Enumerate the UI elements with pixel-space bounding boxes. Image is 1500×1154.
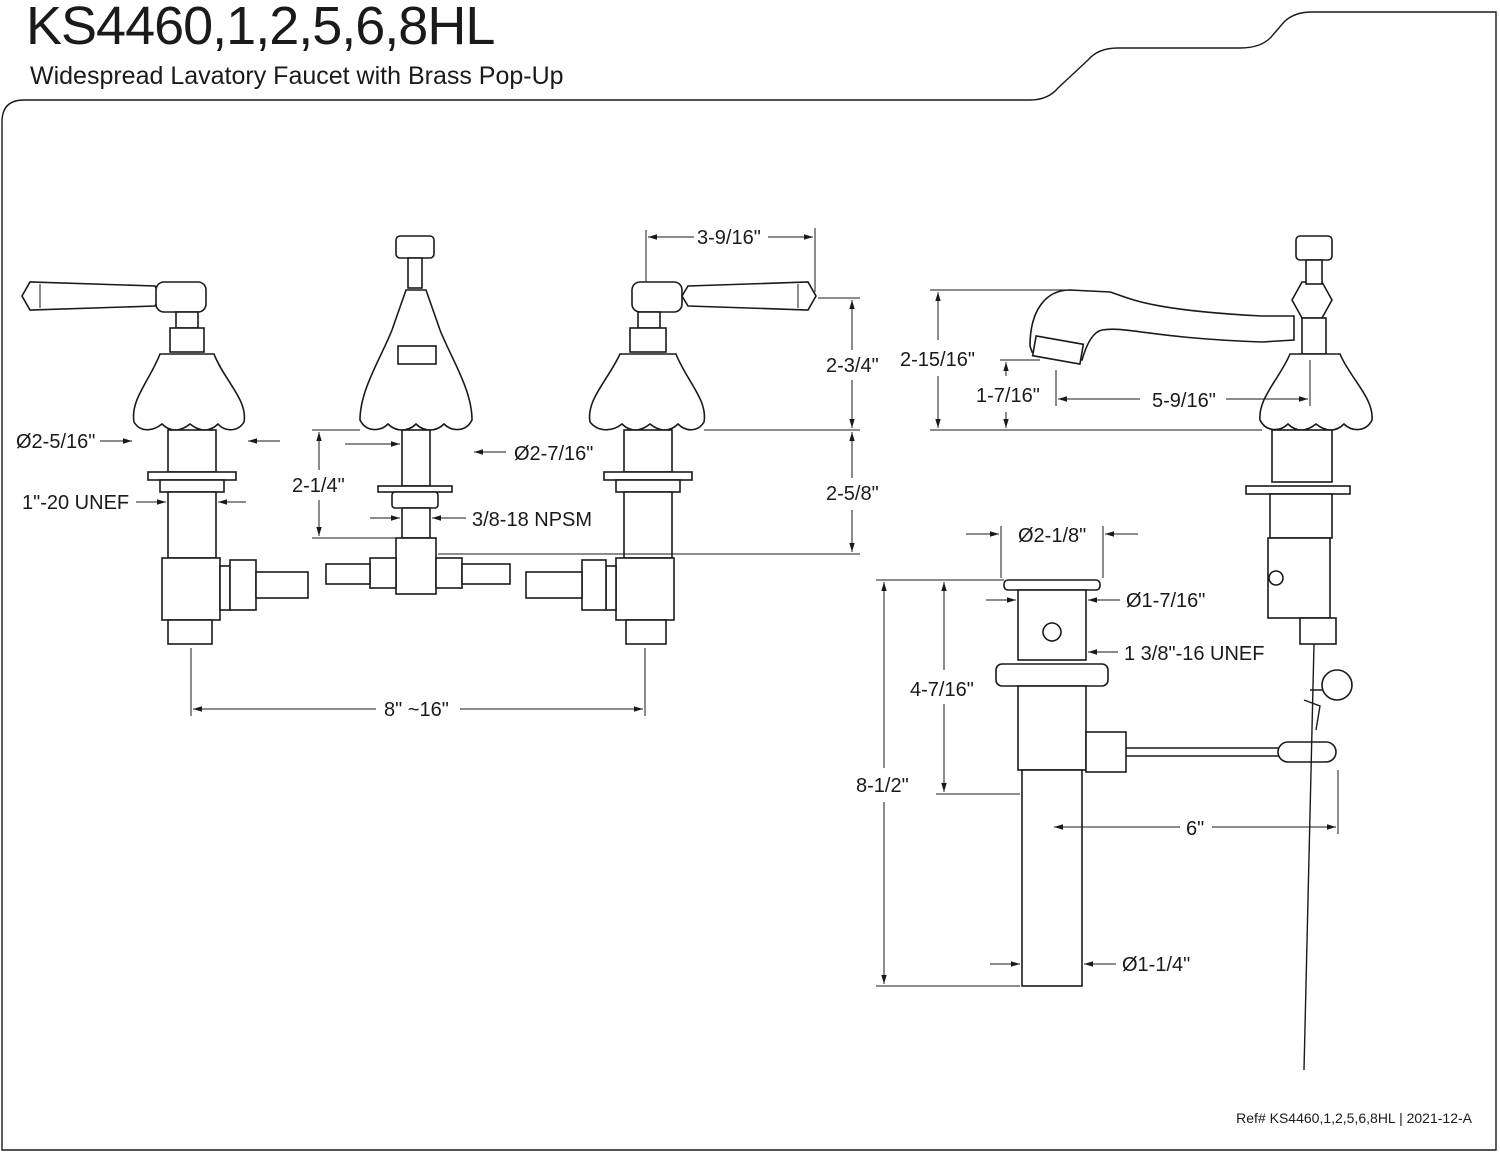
dim-handle-thread: 1"-20 UNEF <box>22 492 129 514</box>
popup-drain <box>995 579 1353 1071</box>
drawing-title: KS4460,1,2,5,6,8HL <box>26 0 495 56</box>
dim-tailpiece-dia: Ø1-1/4" <box>1122 954 1190 976</box>
faucet-side-view <box>1029 235 1373 645</box>
dim-drain-flange-dia: Ø2-1/8" <box>1018 525 1086 547</box>
drawing-subtitle: Widespread Lavatory Faucet with Brass Po… <box>30 62 564 90</box>
dim-spout-reach: 5-9/16" <box>1152 390 1216 412</box>
dim-drain-body-dia: Ø1-7/16" <box>1126 590 1205 612</box>
center-spout-front <box>325 235 511 595</box>
left-handle-valve <box>21 281 309 645</box>
dim-spout-base-dia: Ø2-7/16" <box>514 443 593 465</box>
dim-handle-height: 2-3/4" <box>826 355 879 377</box>
dim-pivot-offset: 6" <box>1186 818 1204 840</box>
right-handle-valve <box>525 281 817 645</box>
dim-shank-length: 2-5/8" <box>826 483 879 505</box>
dim-spout-thread: 3/8-18 NPSM <box>472 509 592 531</box>
dim-spout-shank: 2-1/4" <box>292 475 345 497</box>
dim-drain-overall-height: 8-1/2" <box>856 775 909 797</box>
dim-spout-clearance: 1-7/16" <box>976 385 1040 407</box>
dim-drain-thread: 1 3/8"-16 UNEF <box>1124 643 1265 665</box>
reference-note: Ref# KS4460,1,2,5,6,8HL | 2021-12-A <box>1236 1110 1472 1126</box>
dim-center-spread: 8" ~16" <box>384 699 449 721</box>
sheet-frame <box>1 11 1497 1151</box>
dim-handle-base-dia: Ø2-5/16" <box>16 431 95 453</box>
dim-spout-height: 2-15/16" <box>900 349 975 371</box>
dimension-lines <box>100 228 1339 987</box>
dim-drain-body-height: 4-7/16" <box>910 679 974 701</box>
dim-handle-reach: 3-9/16" <box>697 227 761 249</box>
